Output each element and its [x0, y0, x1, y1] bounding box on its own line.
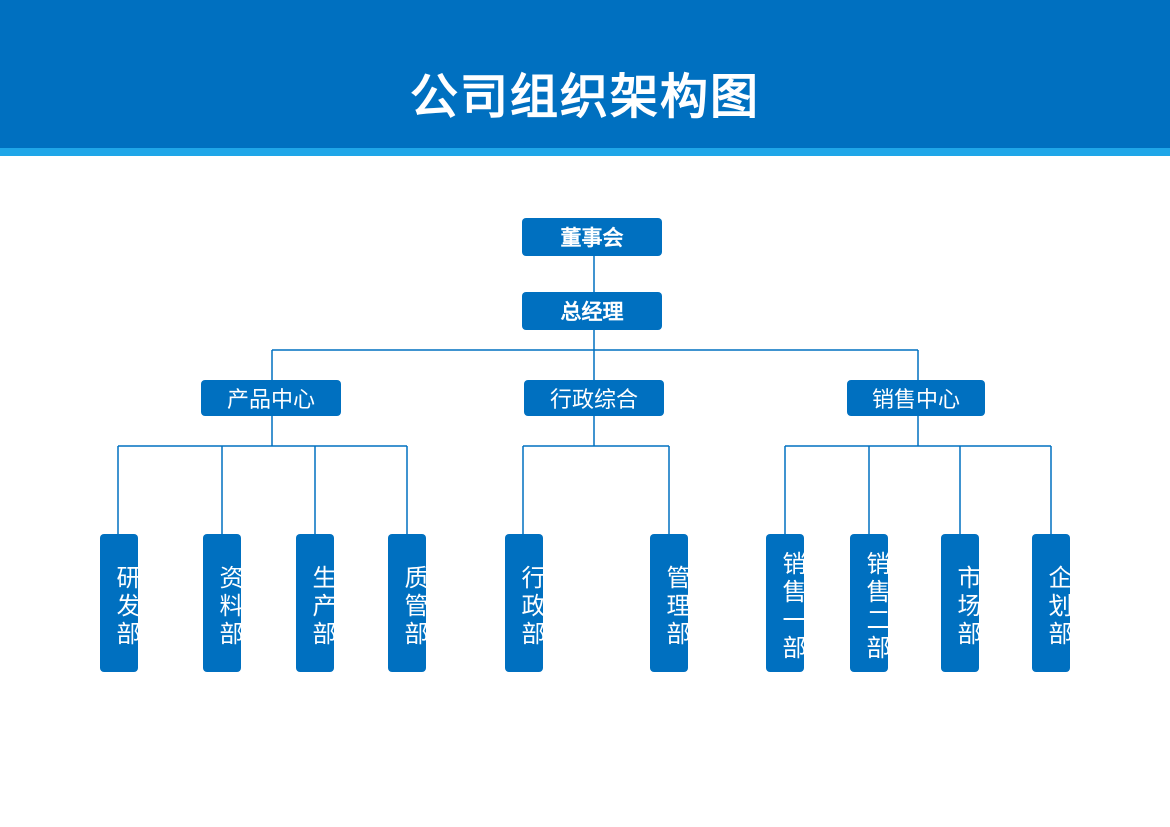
header-banner [0, 0, 1170, 148]
center-node-sales: 销售中心 [847, 380, 985, 416]
dept-node-production: 生产部 [296, 534, 336, 672]
dept-node-planning: 企划部 [1032, 534, 1072, 672]
center-node-product: 产品中心 [201, 380, 341, 416]
dept-node-sales-2: 销售二部 [850, 534, 890, 672]
center-node-admin: 行政综合 [524, 380, 664, 416]
dept-node-sales-1: 销售一部 [766, 534, 806, 672]
dept-node-marketing: 市场部 [941, 534, 981, 672]
dept-node-qa: 质管部 [388, 534, 428, 672]
gm-node: 总经理 [522, 292, 662, 330]
dept-node-management: 管理部 [650, 534, 690, 672]
board-node: 董事会 [522, 218, 662, 256]
header-stripe [0, 148, 1170, 156]
page-title: 公司组织架构图 [409, 69, 760, 125]
dept-node-docs: 资料部 [203, 534, 243, 672]
dept-node-administration: 行政部 [505, 534, 545, 672]
dept-node-rd: 研发部 [100, 534, 140, 672]
